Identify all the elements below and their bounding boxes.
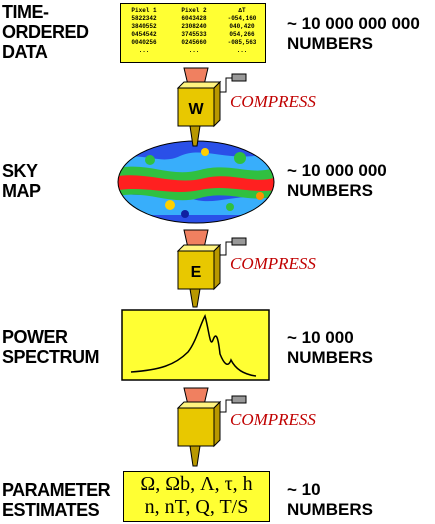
- compress-label-3: COMPRESS: [230, 410, 316, 429]
- params-line-1: Ω, Ωb, Λ, τ, h: [140, 473, 253, 495]
- tod-column-pixel-1: Pixel 1 5822342 3840552 0454542 0040256 …: [131, 7, 157, 54]
- power-spectrum-box: [121, 309, 270, 381]
- tod-column-delta-t: ∆T -054,160 040,420 054,266 -085,563 ...: [227, 7, 257, 54]
- compressor-e: [176, 229, 247, 308]
- tod-column-pixel-2: Pixel 2 6043428 2308240 3745533 0245660 …: [181, 7, 207, 54]
- power-spectrum-curve: [130, 314, 257, 377]
- spectrum-count: ~ 10 000 NUMBERS: [287, 328, 373, 367]
- params-line-2: n, nT, Q, T/S: [144, 496, 249, 518]
- power-spectrum-label: POWER SPECTRUM: [2, 327, 100, 367]
- sky-map-label: SKY MAP: [2, 161, 41, 201]
- compress-label-2: COMPRESS: [230, 254, 316, 273]
- map-count: ~ 10 000 000 NUMBERS: [287, 161, 387, 200]
- compressor-w-letter: W: [188, 101, 204, 118]
- parameter-estimates-label: PARAMETER ESTIMATES: [2, 480, 111, 520]
- compressor-w: [176, 67, 247, 147]
- compressor-3: [176, 387, 247, 467]
- parameter-estimates-box: Ω, Ωb, Λ, τ, h n, nT, Q, T/S: [123, 471, 270, 522]
- params-count: ~ 10 NUMBERS: [287, 480, 373, 519]
- sky-map-image: [118, 141, 274, 223]
- compress-label-1: COMPRESS: [230, 92, 316, 111]
- tod-count: ~ 10 000 000 000 NUMBERS: [287, 14, 420, 53]
- time-ordered-data-table: Pixel 1 5822342 3840552 0454542 0040256 …: [120, 3, 266, 63]
- compressor-e-letter: E: [191, 264, 202, 281]
- time-ordered-data-label: TIME- ORDERED DATA: [2, 2, 89, 62]
